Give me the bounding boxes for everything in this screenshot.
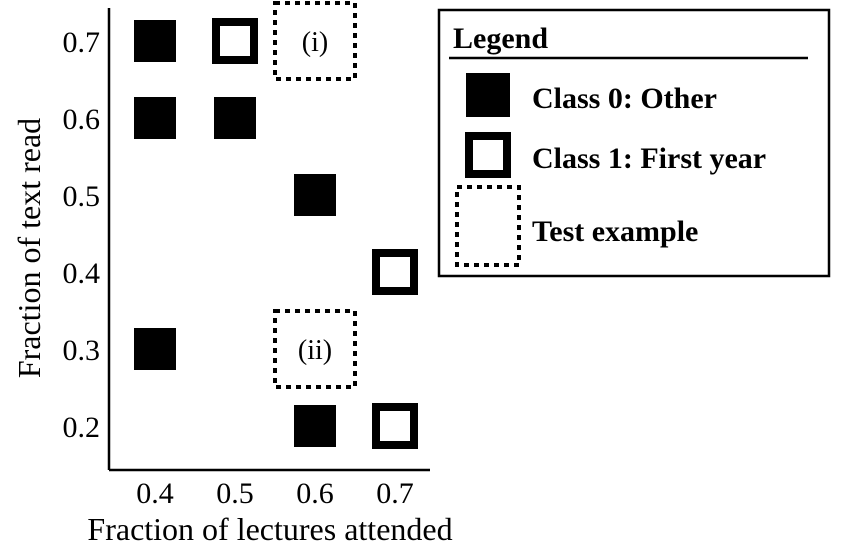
test-example-label: (i) (302, 27, 328, 58)
x-tick-label: 0.6 (296, 477, 334, 510)
class-0-point (214, 97, 256, 139)
legend-title: Legend (453, 22, 548, 55)
legend-entry-class-1: Class 1: First year (532, 142, 766, 175)
x-tick-label: 0.7 (376, 477, 414, 510)
data-points: (i) (ii) (134, 1, 418, 449)
x-tick-label: 0.5 (216, 477, 254, 510)
class-0-point (294, 405, 336, 447)
class-1-point (372, 249, 418, 295)
test-example-point (273, 1, 357, 81)
y-tick-label: 0.3 (63, 334, 101, 367)
x-tick-label: 0.4 (136, 477, 174, 510)
y-tick-label: 0.5 (63, 180, 101, 213)
legend: Legend Class 0: Other Class 1: First yea… (437, 8, 831, 278)
class-1-point (372, 403, 418, 449)
legend-entry-class-0: Class 0: Other (532, 82, 717, 115)
y-tick-label: 0.4 (63, 257, 101, 290)
legend-swatch-hollow-square (465, 132, 511, 178)
class-1-point (212, 18, 258, 64)
test-example-label: (ii) (298, 335, 332, 366)
y-tick-label: 0.7 (63, 26, 101, 59)
class-0-point (134, 97, 176, 139)
y-tick-label: 0.6 (63, 103, 101, 136)
x-axis-label: Fraction of lectures attended (87, 511, 452, 547)
x-ticks: 0.4 0.5 0.6 0.7 (136, 477, 414, 510)
legend-entry-test-example: Test example (532, 215, 698, 248)
y-tick-label: 0.2 (63, 411, 101, 444)
legend-swatch-filled-square (466, 73, 510, 117)
class-0-point (294, 174, 336, 216)
class-0-point (134, 328, 176, 370)
test-example-point (273, 309, 357, 389)
y-ticks: 0.7 0.6 0.5 0.4 0.3 0.2 (63, 26, 101, 444)
legend-swatch-dotted-square (455, 185, 521, 267)
class-0-point (134, 20, 176, 62)
y-axis-label: Fraction of text read (11, 118, 47, 378)
